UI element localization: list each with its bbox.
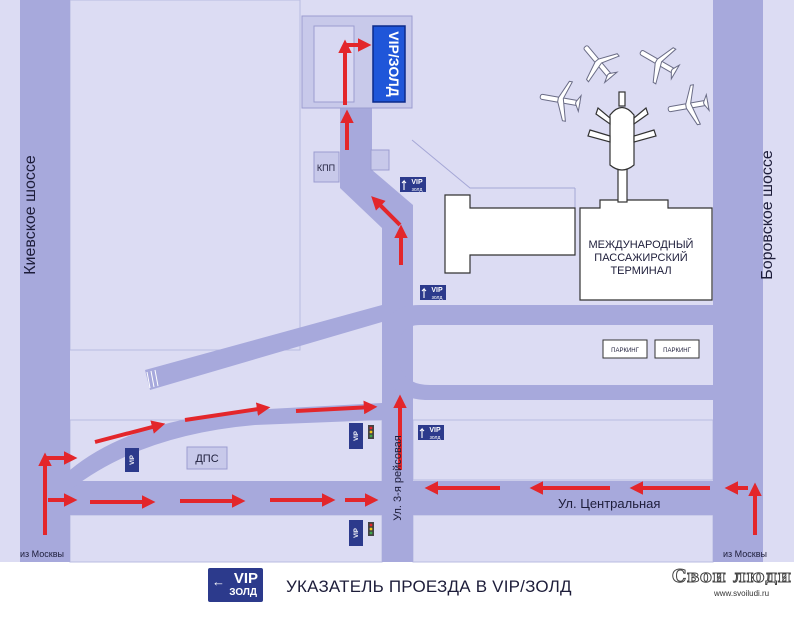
airfield-boundary [411, 139, 576, 210]
legend-text: УКАЗАТЕЛЬ ПРОЕЗДА В VIP/ЗОЛД [286, 577, 572, 596]
left-arrow-icon: ← [212, 574, 225, 589]
from-moscow-right: из Москвы [723, 549, 767, 559]
road-end-stripes [146, 369, 159, 389]
central-street-label: Ул. Центральная [558, 496, 660, 511]
pier-icon [587, 91, 657, 203]
kievskoe-label: Киевское шоссе [22, 155, 39, 275]
vip-sign: VIP [349, 520, 374, 546]
route-arrows [38, 38, 762, 535]
vip-sign: VIP золд [418, 425, 444, 441]
route-arrow [295, 400, 378, 415]
vip-sign-text: VIP [354, 528, 360, 538]
vip-sign: VIP [349, 423, 374, 449]
vip-sign-text: VIP [429, 427, 441, 434]
legend-sign: ← VIP ЗОЛД [208, 568, 263, 602]
reis-street-label: Ул. 3-я рейсовая [392, 435, 404, 521]
vip-sign: VIP золд [400, 177, 426, 193]
dps-label: ДПС [195, 453, 218, 465]
legend-sign-vip: VIP [233, 570, 258, 587]
airplane-icons [539, 45, 710, 126]
terminal-wing [444, 194, 576, 274]
curved-road [70, 403, 382, 490]
watermark-url: www.svoiludi.ru [714, 589, 770, 598]
dps-post [186, 446, 228, 470]
guard-booth [370, 149, 390, 171]
route-arrow [371, 196, 402, 227]
zold-sign-text: золд [412, 187, 423, 193]
parking-2-label: ПАРКИНГ [663, 348, 691, 354]
kpp-label: КПП [317, 163, 335, 173]
legend-sign-zold: ЗОЛД [229, 587, 257, 598]
vip-building-label: VIP/ЗОЛД [386, 31, 402, 96]
terminal-label-2: ПАССАЖИРСКИЙ [594, 251, 687, 264]
terminal-label-3: ТЕРМИНАЛ [610, 265, 671, 277]
from-moscow-left: из Москвы [20, 549, 64, 559]
loop-road [382, 305, 713, 400]
airplane-icon [583, 45, 620, 85]
parking-1 [602, 339, 648, 359]
route-arrow [94, 420, 166, 444]
terminal-building [579, 199, 713, 301]
vip-sign-text: VIP [130, 455, 136, 465]
airplane-icon [539, 80, 582, 122]
vip-sign: VIP золд [420, 285, 446, 301]
vip-sign: VIP [125, 448, 139, 472]
kpp-booth [313, 151, 340, 183]
watermark-brand: Свои люди [671, 566, 792, 588]
diagonal-road [145, 305, 382, 390]
vip-sign-text: VIP [411, 179, 423, 186]
zold-sign-text: золд [432, 295, 443, 301]
vip-parking-lot [313, 25, 355, 103]
airplane-icon [639, 47, 681, 85]
borovskoe-label: Боровское шоссе [759, 150, 776, 280]
airplane-icon [667, 84, 710, 126]
borovskoe-highway [713, 0, 763, 562]
route-arrow [184, 402, 271, 422]
vip-sign-text: VIP [431, 287, 443, 294]
parking-1-label: ПАРКИНГ [611, 348, 639, 354]
zold-sign-text: золд [430, 435, 441, 441]
vip-sign-text: VIP [354, 431, 360, 441]
vip-building [372, 25, 406, 103]
terminal-label-1: МЕЖДУНАРОДНЫЙ [589, 238, 694, 251]
parking-2 [654, 339, 700, 359]
